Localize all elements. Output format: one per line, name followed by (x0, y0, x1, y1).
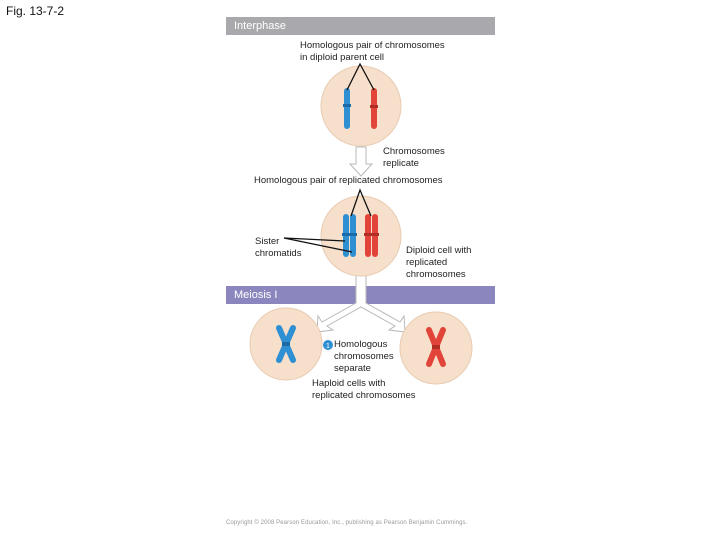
interphase-band: Interphase (226, 17, 495, 35)
blue-chromosome (344, 88, 350, 129)
sister-chromatid-pointers (283, 237, 353, 253)
replicate-arrow (348, 146, 374, 177)
homologous-pointer-lines (346, 62, 375, 91)
red-chromosome (371, 88, 377, 129)
replicated-cell-body (320, 195, 402, 277)
replicated-cell (320, 195, 402, 277)
replicated-pointer-lines (350, 188, 372, 217)
haploid-cells-label: Haploid cells with replicated chromosome… (312, 378, 416, 401)
homologous-separate-label: Homologous chromosomes separate (334, 339, 394, 374)
copyright-notice: Copyright © 2008 Pearson Education, Inc.… (226, 520, 468, 526)
replicate-label: Chromosomes replicate (383, 146, 445, 169)
meiosis-split-arrow (316, 271, 406, 333)
haploid-cell-left (249, 307, 323, 381)
step-number: 1 (326, 343, 330, 350)
homologous-pair-label: Homologous pair of chromosomes in diploi… (300, 40, 445, 63)
parent-cell-body (320, 65, 402, 147)
homologous-replicated-label: Homologous pair of replicated chromosome… (254, 175, 443, 186)
haploid-cell-right (399, 311, 473, 385)
step-badge: 1 (323, 340, 333, 350)
sister-chromatids-label: Sister chromatids (255, 236, 302, 259)
figure-label: Fig. 13-7-2 (6, 4, 65, 18)
diploid-cell-label: Diploid cell with replicated chromosomes (406, 245, 472, 280)
parent-cell (320, 65, 402, 147)
